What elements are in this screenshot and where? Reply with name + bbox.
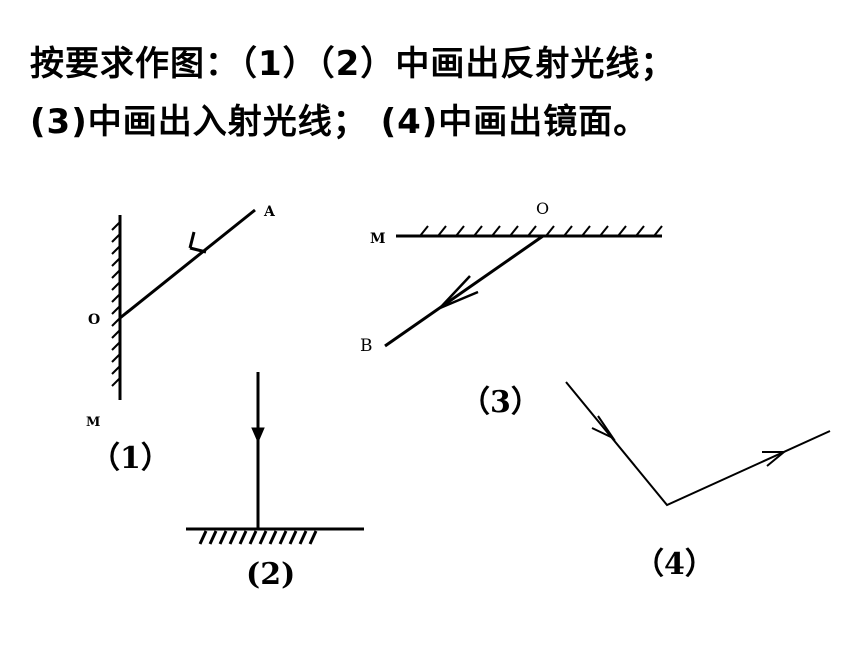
fig3-caption: （3） <box>460 385 541 420</box>
fig1-caption: （1） <box>90 441 171 476</box>
fig2-ray-arrowhead <box>251 427 265 444</box>
fig3-ray-arrowhead <box>439 275 479 310</box>
fig1-label-A: A <box>263 204 276 220</box>
fig4-caption: （4） <box>634 547 715 582</box>
fig3-reflected-ray <box>384 234 544 348</box>
fig4-reflected-arrowhead <box>762 451 787 467</box>
fig2-mirror-hatching <box>198 530 318 545</box>
figure-2 <box>186 372 364 545</box>
fig1-ray-arrowhead <box>188 231 207 254</box>
fig1-mirror-hatching <box>111 221 121 387</box>
fig3-label-B: B <box>360 336 373 356</box>
figure-4 <box>565 381 831 507</box>
fig1-label-O: O <box>88 312 100 328</box>
fig3-label-O: O <box>536 199 549 218</box>
fig1-incident-ray <box>119 208 256 320</box>
fig4-incident-arrowhead <box>591 415 616 441</box>
fig2-caption: (2) <box>246 557 296 592</box>
instruction-line-2: (3)中画出入射光线； (4)中画出镜面。 <box>30 102 649 142</box>
instruction-line-1: 按要求作图：（1）（2）中画出反射光线； <box>30 44 676 84</box>
fig1-label-M: M <box>86 415 100 430</box>
figure-3: O M B <box>360 199 663 356</box>
fig3-mirror-hatching <box>419 225 663 237</box>
fig3-label-M: M <box>370 231 386 247</box>
figure-1: A O M <box>86 204 276 430</box>
fig4-ray-path <box>565 381 831 507</box>
